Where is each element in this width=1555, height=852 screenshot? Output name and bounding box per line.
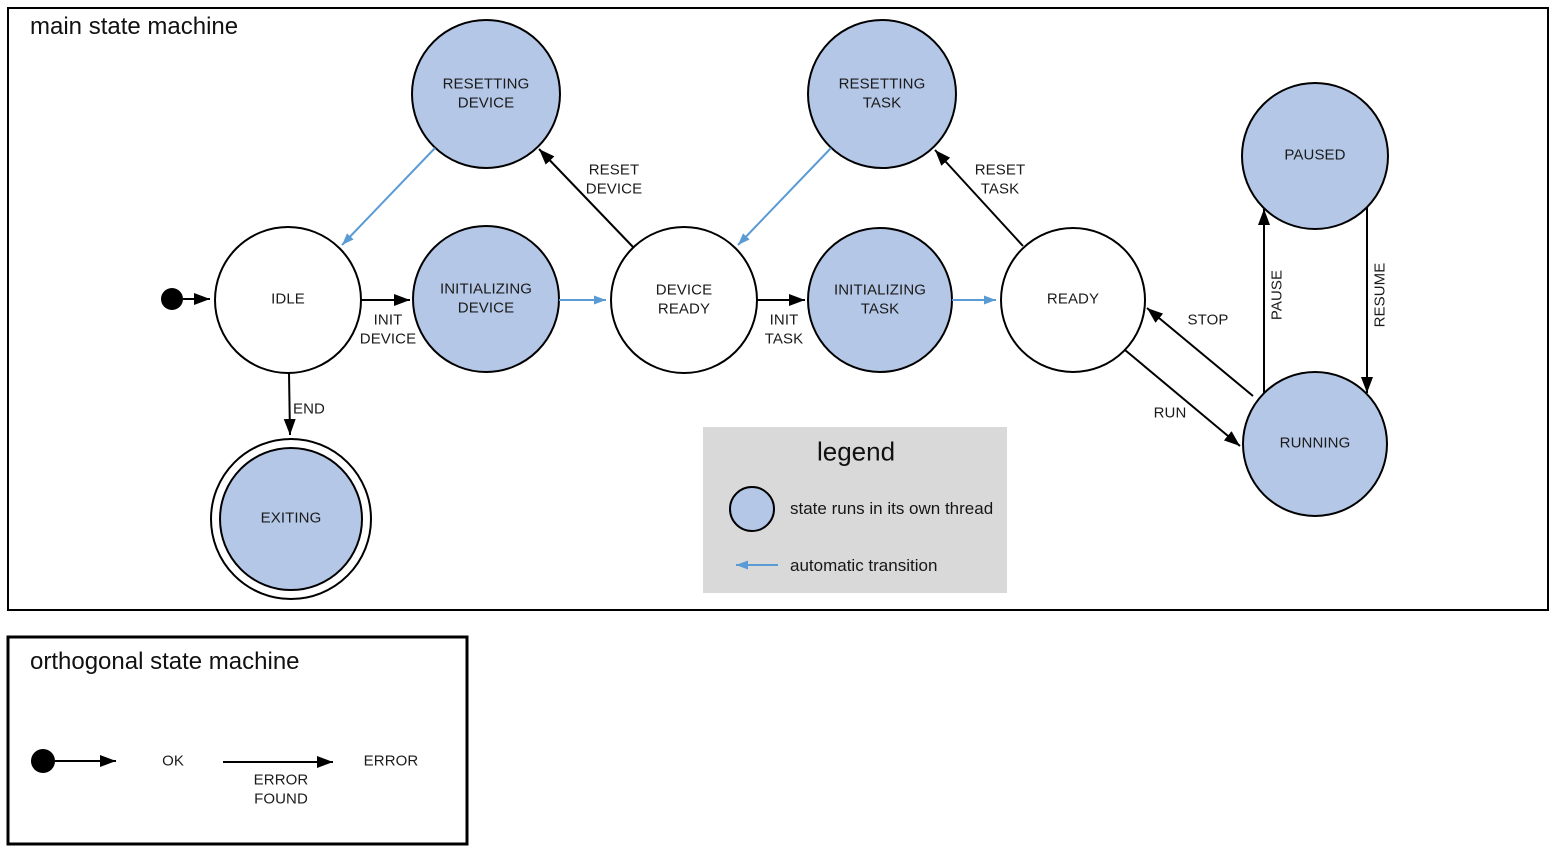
transition-label-init-task: INIT TASK — [764, 311, 804, 347]
initial-state-dot-orthogonal — [31, 749, 55, 773]
state-circle-resetting-device — [411, 19, 561, 169]
legend-thread-state-label: state runs in its own thread — [790, 499, 994, 518]
transition-label-reset-device: RESET DEVICE — [585, 161, 643, 197]
transition-label-resume: RESUME — [1371, 262, 1389, 328]
transition-stop — [1146, 307, 1254, 397]
transition-label-reset-task: RESET TASK — [974, 161, 1026, 197]
transition-label-init-device: INIT DEVICE — [359, 311, 417, 347]
state-label-paused: PAUSED — [1284, 146, 1346, 164]
state-label-ready: READY — [1046, 290, 1100, 308]
orthogonal-machine-frame — [6, 635, 469, 846]
legend-thread-state-swatch — [729, 486, 775, 532]
transition-label-pause: PAUSE — [1268, 269, 1286, 321]
main-machine-frame — [7, 7, 1549, 611]
transition-label-stop: STOP — [1187, 311, 1229, 329]
state-label-error: ERROR — [363, 752, 419, 770]
state-label-device-ready: DEVICE READY — [655, 281, 713, 317]
state-label-ok: OK — [162, 752, 184, 770]
state-circle-running — [1242, 371, 1388, 517]
auto-transition-resetting-device-to-idle — [341, 147, 436, 246]
transition-end — [283, 372, 296, 436]
state-circle-paused — [1241, 82, 1389, 230]
transition-label-error-found: ERROR FOUND — [253, 771, 309, 807]
state-label-running: RUNNING — [1279, 434, 1351, 452]
legend-automatic-transition-label: automatic transition — [790, 556, 938, 575]
orthogonal-machine-title: orthogonal state machine — [30, 648, 300, 675]
state-label-resetting-device: RESETTING DEVICE — [442, 75, 530, 111]
transition-reset-task — [934, 149, 1024, 247]
transition-label-run: RUN — [1153, 404, 1187, 422]
legend-title: legend — [816, 436, 896, 467]
state-circle-exiting — [219, 447, 363, 591]
state-label-exiting: EXITING — [260, 509, 322, 527]
main-machine-title: main state machine — [30, 13, 239, 40]
auto-transition-resetting-task-to-device-ready — [737, 147, 832, 246]
state-label-initializing-task: INITIALIZING TASK — [833, 281, 927, 317]
state-label-idle: IDLE — [271, 290, 305, 308]
state-label-resetting-task: RESETTING TASK — [838, 75, 926, 111]
transition-reset-device — [538, 148, 634, 248]
state-circle-resetting-task — [807, 19, 957, 169]
transition-label-end: END — [293, 400, 325, 418]
state-circle-ready — [1000, 227, 1146, 373]
initial-state-dot-main — [161, 288, 183, 310]
state-label-initializing-device: INITIALIZING DEVICE — [439, 280, 533, 316]
transition-run — [1124, 349, 1241, 447]
